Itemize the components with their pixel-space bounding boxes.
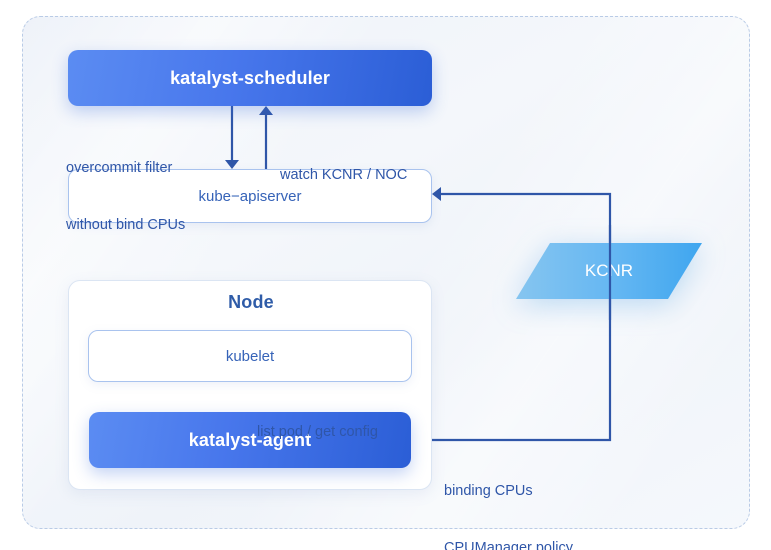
katalyst-scheduler-box[interactable]: katalyst-scheduler (68, 50, 432, 106)
edge-label-watch: watch KCNR / NOC (280, 128, 407, 223)
edge-label-list-pod-line1: list pod / get config (257, 424, 378, 440)
edge-label-list-pod: list pod / get config (257, 385, 378, 480)
edge-label-binding-line2: CPUManager policy (444, 540, 573, 550)
kube-apiserver-label: kube−apiserver (198, 187, 302, 205)
edge-label-binding-line1: binding CPUs (444, 483, 533, 499)
edge-label-binding-cpus: binding CPUs CPUManager policy (444, 444, 573, 550)
katalyst-scheduler-label: katalyst-scheduler (170, 67, 330, 88)
edge-label-overcommit-line2: without bind CPUs (66, 217, 186, 233)
kubelet-box[interactable]: kubelet (88, 330, 412, 382)
edge-label-overcommit: overcommit filter without bind CPUs (66, 121, 185, 273)
node-title-label: Node (228, 292, 274, 312)
kubelet-label: kubelet (225, 347, 275, 365)
kcnr-parallelogram[interactable] (514, 241, 704, 301)
kube-apiserver-box[interactable]: kube−apiserver (68, 169, 432, 223)
katalyst-agent-label: katalyst-agent (188, 429, 312, 450)
katalyst-agent-box[interactable]: katalyst-agent (89, 412, 411, 468)
edge-label-overcommit-line1: overcommit filter (66, 160, 173, 176)
edge-label-watch-line1: watch KCNR / NOC (280, 167, 408, 183)
